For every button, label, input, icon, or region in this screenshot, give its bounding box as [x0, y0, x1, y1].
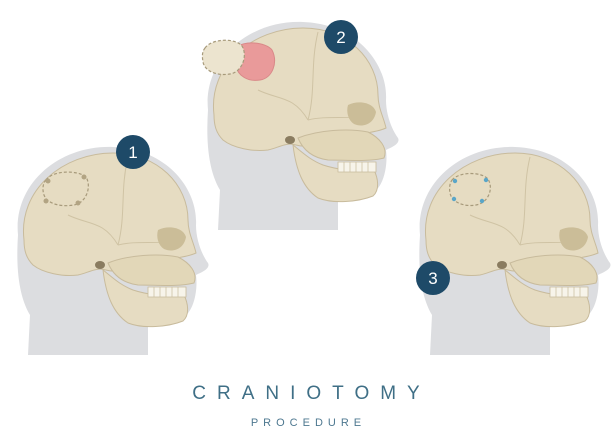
step-badge-1: 1 — [116, 135, 150, 169]
diagram-subtitle: PROCEDURE — [250, 417, 367, 429]
skull-step-3 — [418, 146, 612, 356]
removed-bone-flap — [201, 39, 245, 76]
bone-flap-outline — [42, 171, 89, 207]
diagram-title: CRANIOTOMY — [192, 383, 431, 404]
step-number: 3 — [428, 269, 437, 288]
fixation-plates — [451, 177, 489, 204]
step-badge-2: 2 — [324, 20, 358, 54]
step-number: 2 — [336, 28, 345, 47]
replaced-bone-flap — [449, 172, 491, 207]
step-number: 1 — [128, 143, 137, 162]
skull-step-2 — [206, 21, 400, 231]
skull-step-1 — [16, 146, 210, 356]
exposed-dura — [235, 42, 275, 81]
burr-holes — [43, 174, 87, 206]
step-badge-3: 3 — [416, 261, 450, 295]
